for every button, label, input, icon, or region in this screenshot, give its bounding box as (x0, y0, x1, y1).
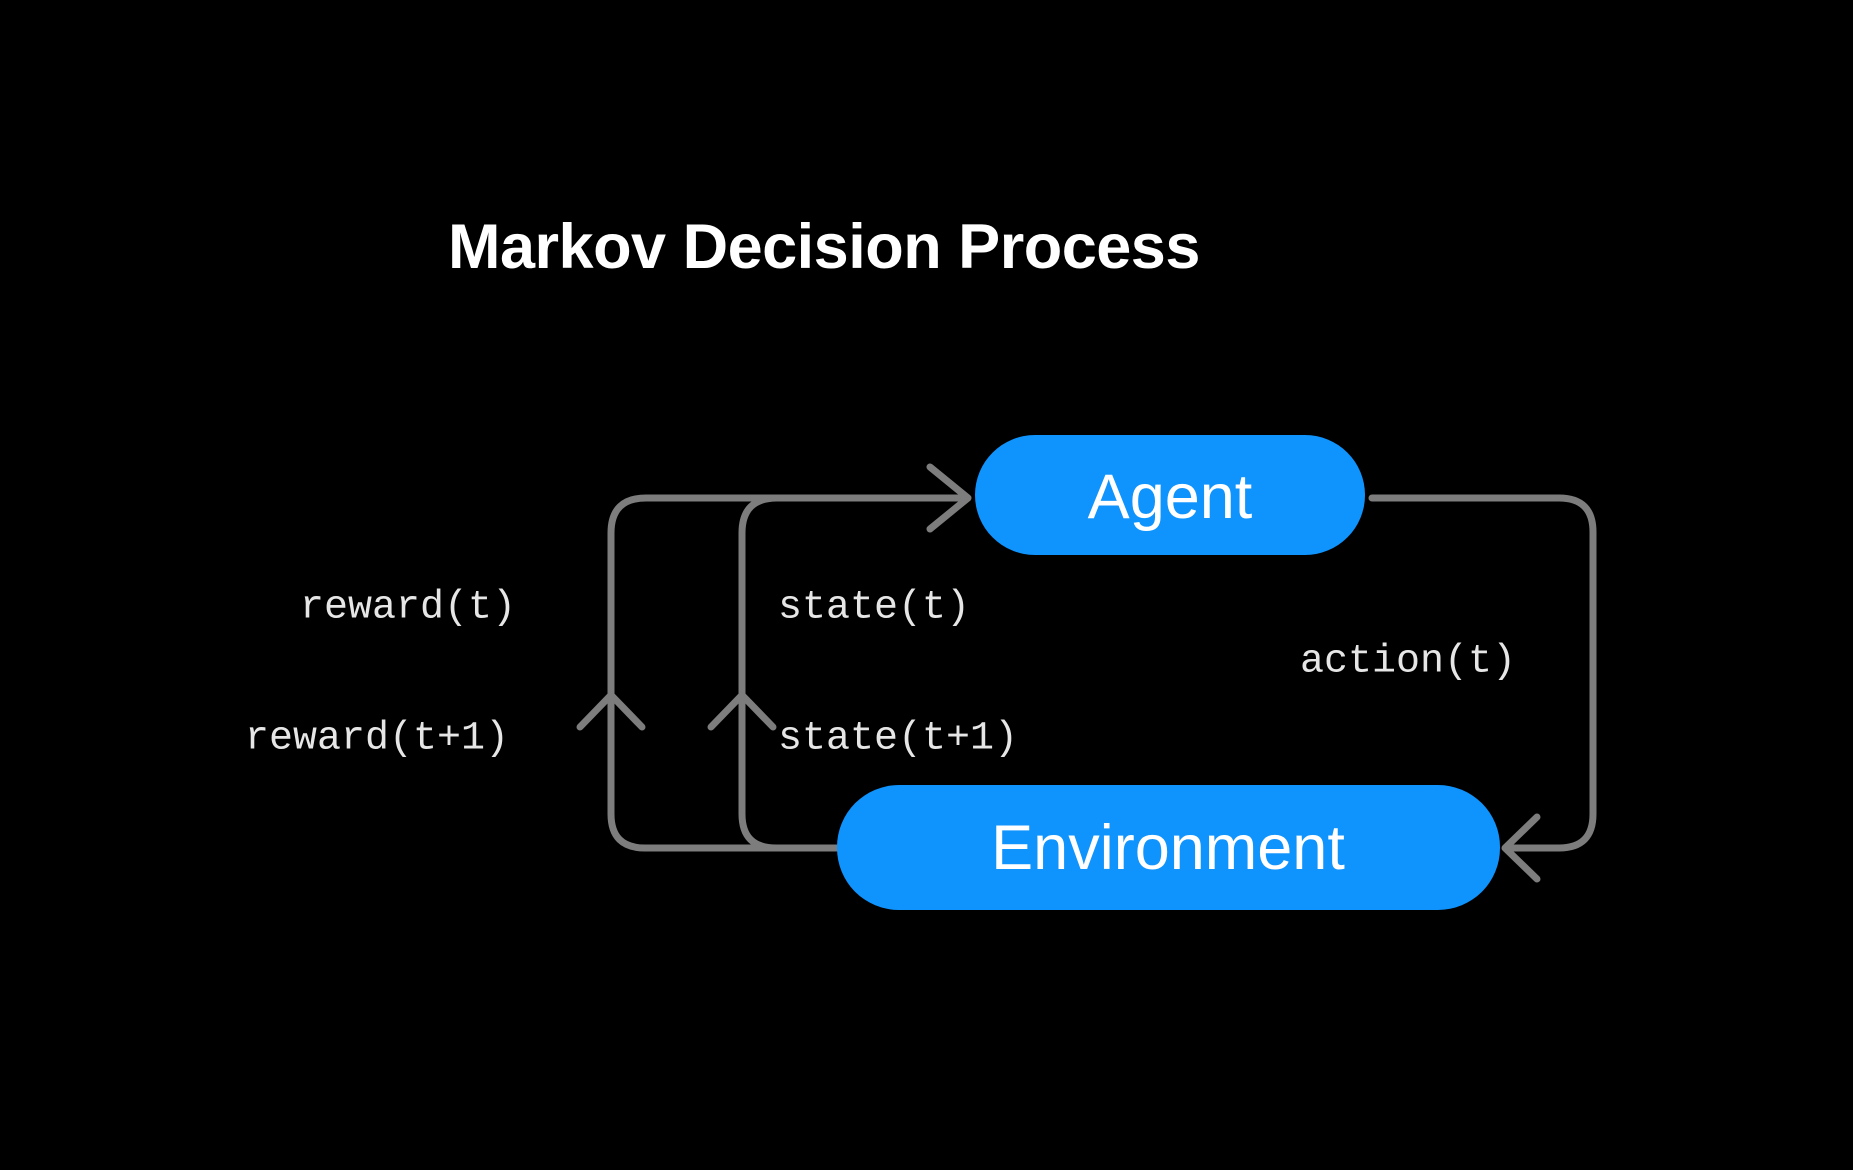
environment-label: Environment (991, 813, 1345, 883)
arrowhead-right (926, 463, 972, 533)
edge-action-arrowhead (1501, 813, 1541, 883)
environment-box[interactable] (837, 785, 1500, 910)
label-reward-t: reward(t) (300, 586, 516, 631)
edge-action-path (1368, 494, 1597, 852)
edge-state-path (738, 691, 844, 852)
label-action-t: action(t) (1300, 640, 1516, 685)
agent-box[interactable] (975, 435, 1365, 555)
label-reward-t1: reward(t+1) (245, 717, 509, 762)
edge-reward-upper (607, 494, 964, 699)
page-title: Markov Decision Process (448, 212, 1200, 282)
node-agent[interactable]: Agent (975, 435, 1365, 555)
edge-action (1368, 494, 1597, 883)
edge-state-upper (738, 494, 964, 699)
agent-label: Agent (1088, 462, 1253, 532)
edge-reward-upper-path (607, 494, 964, 699)
edge-into-agent-arrowhead (926, 463, 972, 533)
label-state-t: state(t) (778, 586, 970, 631)
edge-state-upper-path (738, 494, 964, 699)
node-environment[interactable]: Environment (837, 785, 1500, 910)
label-state-t1: state(t+1) (778, 717, 1018, 762)
edge-reward-path (607, 691, 844, 852)
